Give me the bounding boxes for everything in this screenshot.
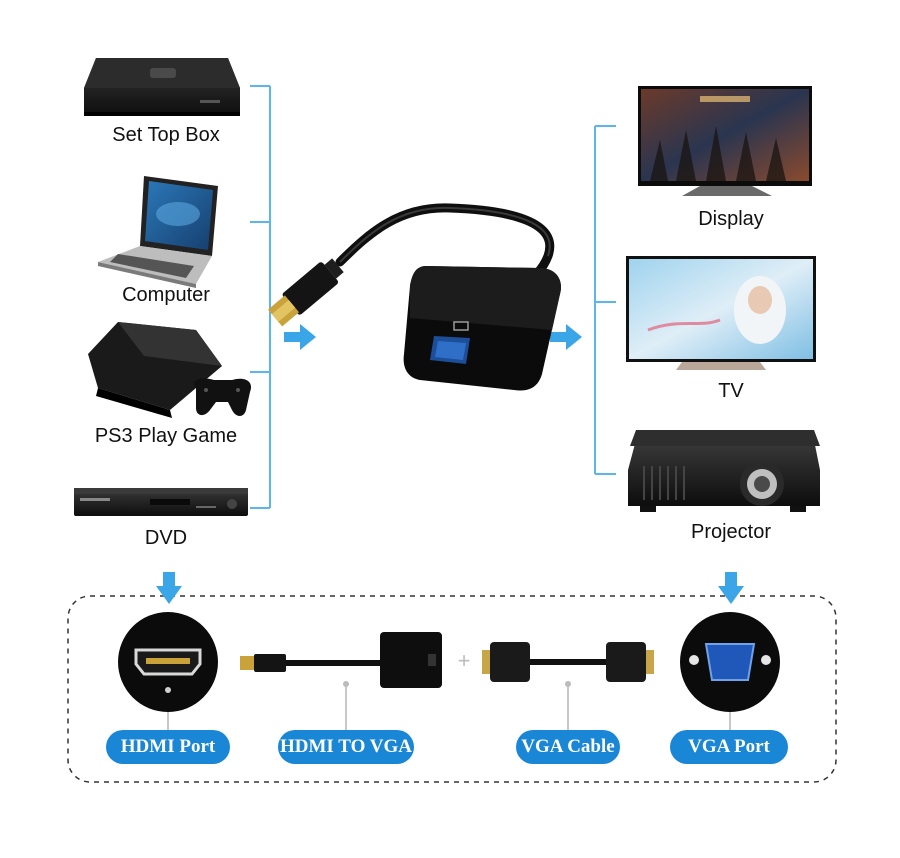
laptop-icon	[98, 176, 218, 288]
source-label-dvd: DVD	[144, 527, 188, 549]
arrow-down-icon	[718, 572, 744, 604]
hdmi-to-vga-adapter-icon	[268, 203, 562, 391]
vga-port-icon	[680, 612, 780, 712]
monitor-icon	[638, 86, 812, 196]
tv-icon	[626, 256, 816, 370]
dvd-player-icon	[74, 488, 248, 516]
hdmi-port-icon	[118, 612, 218, 712]
hdmi-to-vga-cable-icon	[240, 632, 442, 688]
right-bracket	[594, 125, 616, 475]
output-label-tv: TV	[718, 380, 744, 402]
left-bracket	[250, 85, 271, 509]
output-label-display: Display	[698, 208, 764, 230]
hdmi-to-vga-label: HDMI TO VGA	[278, 730, 414, 764]
projector-icon	[628, 430, 820, 512]
source-label-ps3: PS3 Play Game	[94, 425, 238, 447]
source-label-set-top-box: Set Top Box	[112, 124, 220, 146]
set-top-box-icon	[84, 58, 240, 116]
game-console-icon	[88, 322, 252, 418]
hdmi-port-label: HDMI Port	[106, 730, 230, 764]
vga-cable-label: VGA Cable	[516, 730, 620, 764]
legend-box	[67, 595, 837, 783]
vga-cable-icon	[482, 642, 654, 682]
arrow-right-icon	[284, 324, 316, 350]
plus-sign: +	[457, 648, 471, 673]
arrow-down-icon	[156, 572, 182, 604]
arrow-right-icon	[550, 324, 582, 350]
source-label-computer: Computer	[122, 284, 210, 306]
output-label-projector: Projector	[690, 521, 772, 543]
vga-port-label: VGA Port	[670, 730, 788, 764]
